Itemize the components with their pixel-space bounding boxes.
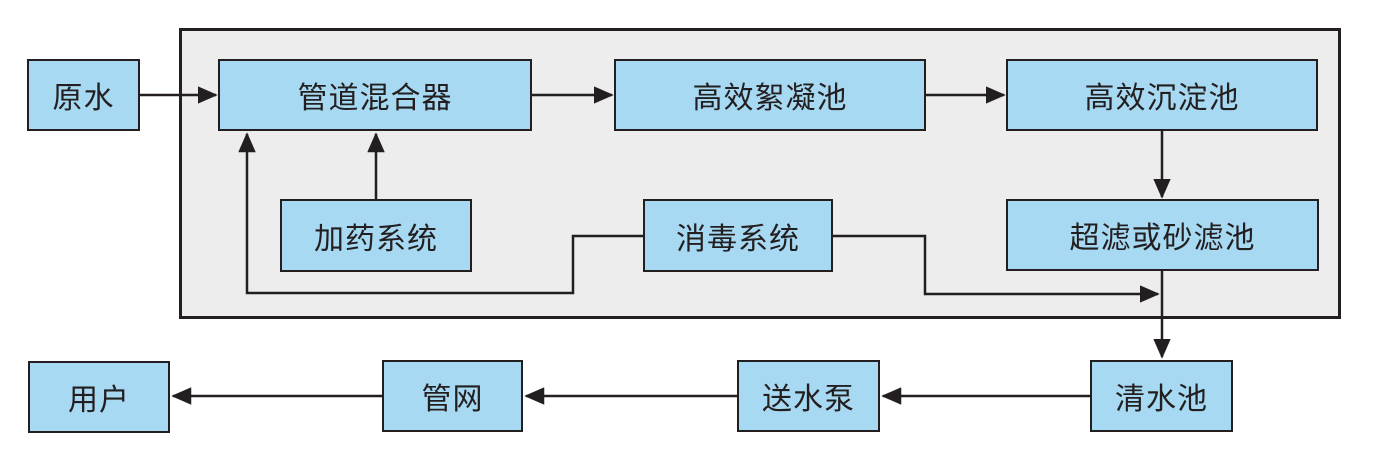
node-pipe-mixer: 管道混合器 [218, 59, 532, 131]
edge-disinfection-to-pipe-mixer [238, 132, 643, 295]
node-raw-water-label: 原水 [52, 82, 115, 115]
node-raw-water: 原水 [27, 59, 140, 131]
node-users-label: 用户 [68, 384, 130, 417]
node-sedimentation-tank: 高效沉淀池 [1006, 59, 1318, 131]
node-pipe-mixer-label: 管道混合器 [297, 82, 453, 115]
node-water-pump: 送水泵 [737, 360, 880, 432]
node-flocculation-tank-label: 高效絮凝池 [692, 82, 848, 115]
node-disinfection-system: 消毒系统 [643, 199, 833, 272]
node-dosing-system: 加药系统 [280, 199, 472, 272]
node-dosing-system-label: 加药系统 [314, 222, 438, 256]
node-users: 用户 [28, 361, 170, 433]
node-filter-tank: 超滤或砂滤池 [1006, 199, 1319, 271]
node-pipe-network-label: 管网 [421, 383, 484, 416]
node-sedimentation-tank-label: 高效沉淀池 [1084, 82, 1240, 115]
node-pipe-network: 管网 [382, 360, 523, 432]
node-filter-tank-label: 超滤或砂滤池 [1069, 222, 1256, 255]
node-disinfection-system-label: 消毒系统 [676, 222, 800, 256]
node-clear-water-tank: 清水池 [1090, 360, 1233, 432]
node-clear-water-tank-label: 清水池 [1115, 383, 1208, 416]
edge-disinfection-to-clear-tank-line [833, 234, 1160, 303]
node-flocculation-tank: 高效絮凝池 [614, 59, 926, 131]
node-water-pump-label: 送水泵 [762, 383, 855, 416]
